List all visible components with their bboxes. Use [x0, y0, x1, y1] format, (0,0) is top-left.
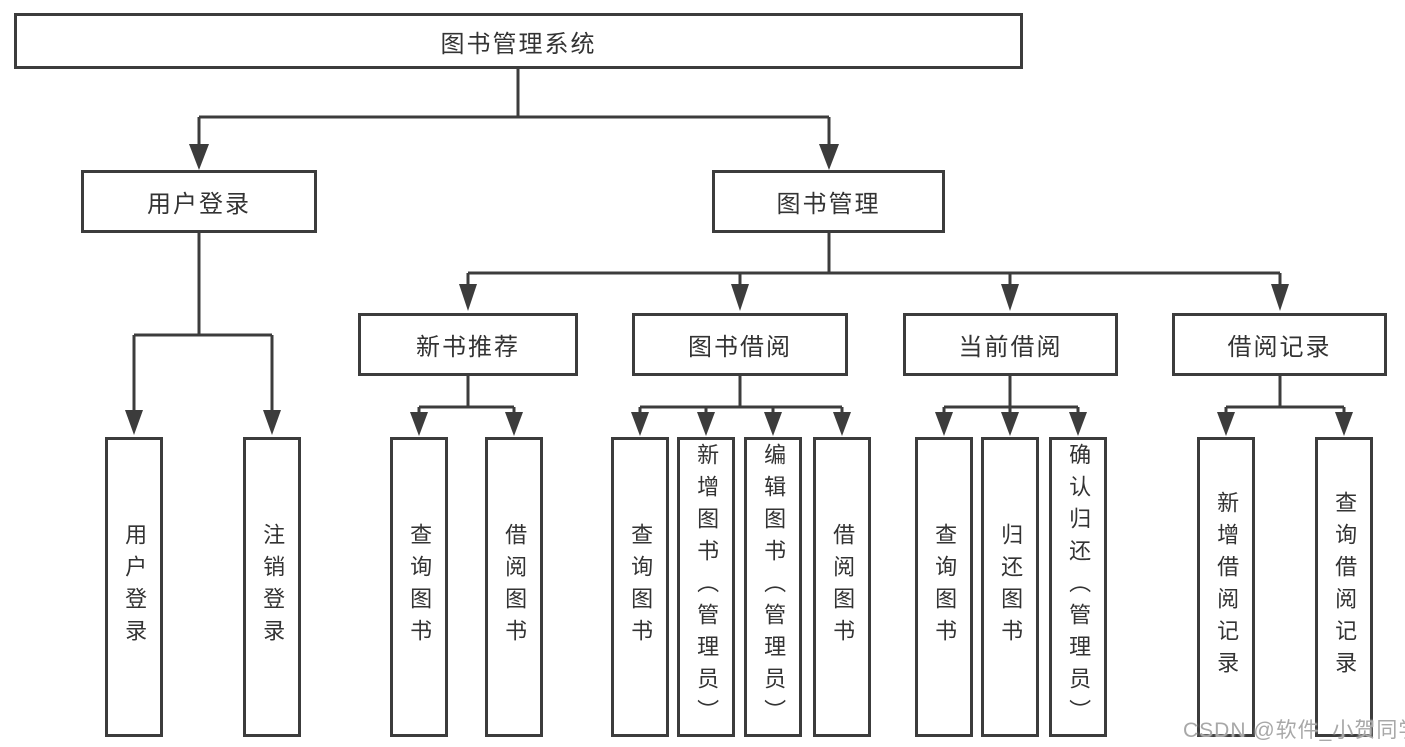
node-label: 借阅记录: [1227, 334, 1332, 361]
csdn-watermark: CSDN @软件_小贺同学: [1183, 719, 1405, 742]
leaf-borrow-book: 借阅图书: [813, 437, 871, 737]
node-label: 借阅图书: [502, 523, 528, 651]
node-label: 新书推荐: [416, 334, 520, 361]
leaf-return-book: 归还图书: [981, 437, 1039, 737]
node-label: 图书借阅: [688, 334, 792, 361]
leaf-add-book-admin: 新增图书（管理员）: [677, 437, 735, 737]
connector-user-login-branch: [132, 233, 274, 412]
node-book-borrow: 图书借阅: [632, 313, 848, 376]
node-label: 查询图书: [628, 523, 654, 651]
connector-book-borrow-branch: [638, 376, 844, 414]
node-label: 用户登录: [122, 523, 148, 651]
connector-current-borrow-branch: [942, 376, 1080, 414]
node-current-borrow: 当前借阅: [903, 313, 1118, 376]
node-root-system: 图书管理系统: [14, 13, 1023, 69]
node-borrow-records: 借阅记录: [1172, 313, 1387, 376]
leaf-confirm-return-admin: 确认归还（管理员）: [1049, 437, 1107, 737]
connector-borrow-records-branch: [1224, 376, 1346, 414]
node-label: 归还图书: [998, 523, 1024, 651]
leaf-query-borrow-record: 查询借阅记录: [1315, 437, 1373, 737]
node-label: 编辑图书（管理员）: [761, 443, 787, 731]
node-label: 注销登录: [260, 523, 286, 651]
node-label: 新增借阅记录: [1214, 491, 1240, 683]
arrow-down-icons: [125, 144, 1353, 436]
connector-book-mgmt-branch: [466, 233, 1282, 286]
leaf-borrow-book-recommend: 借阅图书: [485, 437, 543, 737]
leaf-logout: 注销登录: [243, 437, 301, 737]
node-label: 查询图书: [407, 523, 433, 651]
leaf-edit-book-admin: 编辑图书（管理员）: [744, 437, 802, 737]
leaf-query-book-current: 查询图书: [915, 437, 973, 737]
node-label: 查询图书: [932, 523, 958, 651]
node-label: 图书管理: [776, 191, 881, 218]
node-label: 新增图书（管理员）: [694, 443, 720, 731]
leaf-query-book-borrow: 查询图书: [611, 437, 669, 737]
node-label: 借阅图书: [830, 523, 856, 651]
leaf-add-borrow-record: 新增借阅记录: [1197, 437, 1255, 737]
node-label: 确认归还（管理员）: [1066, 443, 1092, 731]
node-label: 图书管理系统: [440, 30, 597, 58]
node-label: 用户登录: [147, 191, 251, 218]
node-user-login: 用户登录: [81, 170, 317, 233]
leaf-user-login: 用户登录: [105, 437, 163, 737]
node-book-management: 图书管理: [712, 170, 945, 233]
connector-new-book-branch: [417, 376, 516, 414]
node-label: 查询借阅记录: [1332, 491, 1358, 683]
node-new-book-recommend: 新书推荐: [358, 313, 578, 376]
connector-root-branch: [197, 69, 831, 146]
node-label: 当前借阅: [958, 334, 1063, 361]
leaf-query-book-recommend: 查询图书: [390, 437, 448, 737]
